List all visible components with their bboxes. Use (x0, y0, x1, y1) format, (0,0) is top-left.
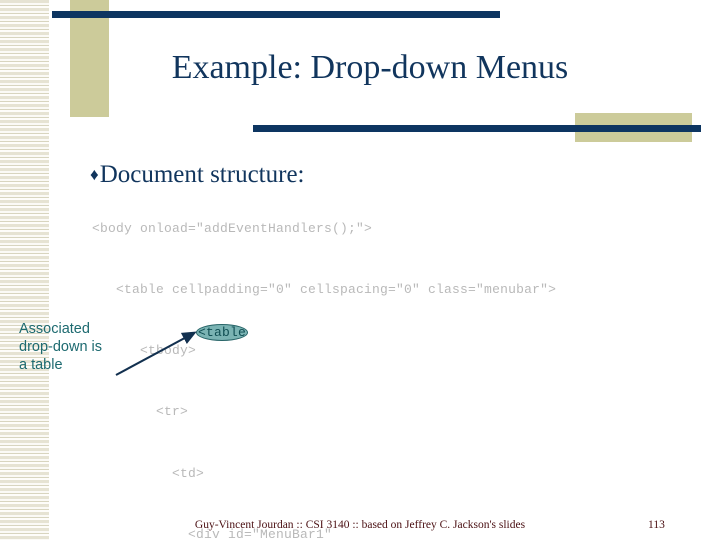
code-line: <td> (92, 465, 205, 481)
page-title: Example: Drop-down Menus (171, 49, 569, 86)
bullet-item-document-structure: ♦Document structure: (90, 160, 305, 190)
decorative-stripe-band (0, 0, 49, 540)
code-listing: <body onload="addEventHandlers();"> <tab… (92, 178, 636, 540)
annotation-arrow-icon (115, 331, 197, 376)
diamond-bullet-icon: ♦ (90, 165, 99, 184)
code-line: <table cellpadding="0" cellspacing="0" c… (92, 282, 557, 298)
footer-page-number: 113 (648, 519, 665, 531)
code-line: <tr> (92, 404, 189, 420)
code-line: <body onload="addEventHandlers();"> (92, 220, 373, 236)
annotation-text: Associated drop-down is a table (19, 320, 149, 374)
table-highlight-label: <table (198, 325, 247, 340)
decorative-navy-rule-top (52, 11, 500, 18)
footer-credit: Guy-Vincent Jourdan :: CSI 3140 :: based… (194, 519, 526, 531)
annotation-line-2: drop-down is (19, 339, 103, 355)
annotation-line-1: Associated (19, 321, 90, 337)
decorative-navy-rule-middle (253, 125, 701, 132)
code-line: <div id="MenuBar1" (92, 526, 333, 540)
bullet-item-label: Document structure: (99, 161, 305, 188)
annotation-line-3: a table (19, 357, 63, 373)
decorative-khaki-block-left (70, 0, 109, 117)
